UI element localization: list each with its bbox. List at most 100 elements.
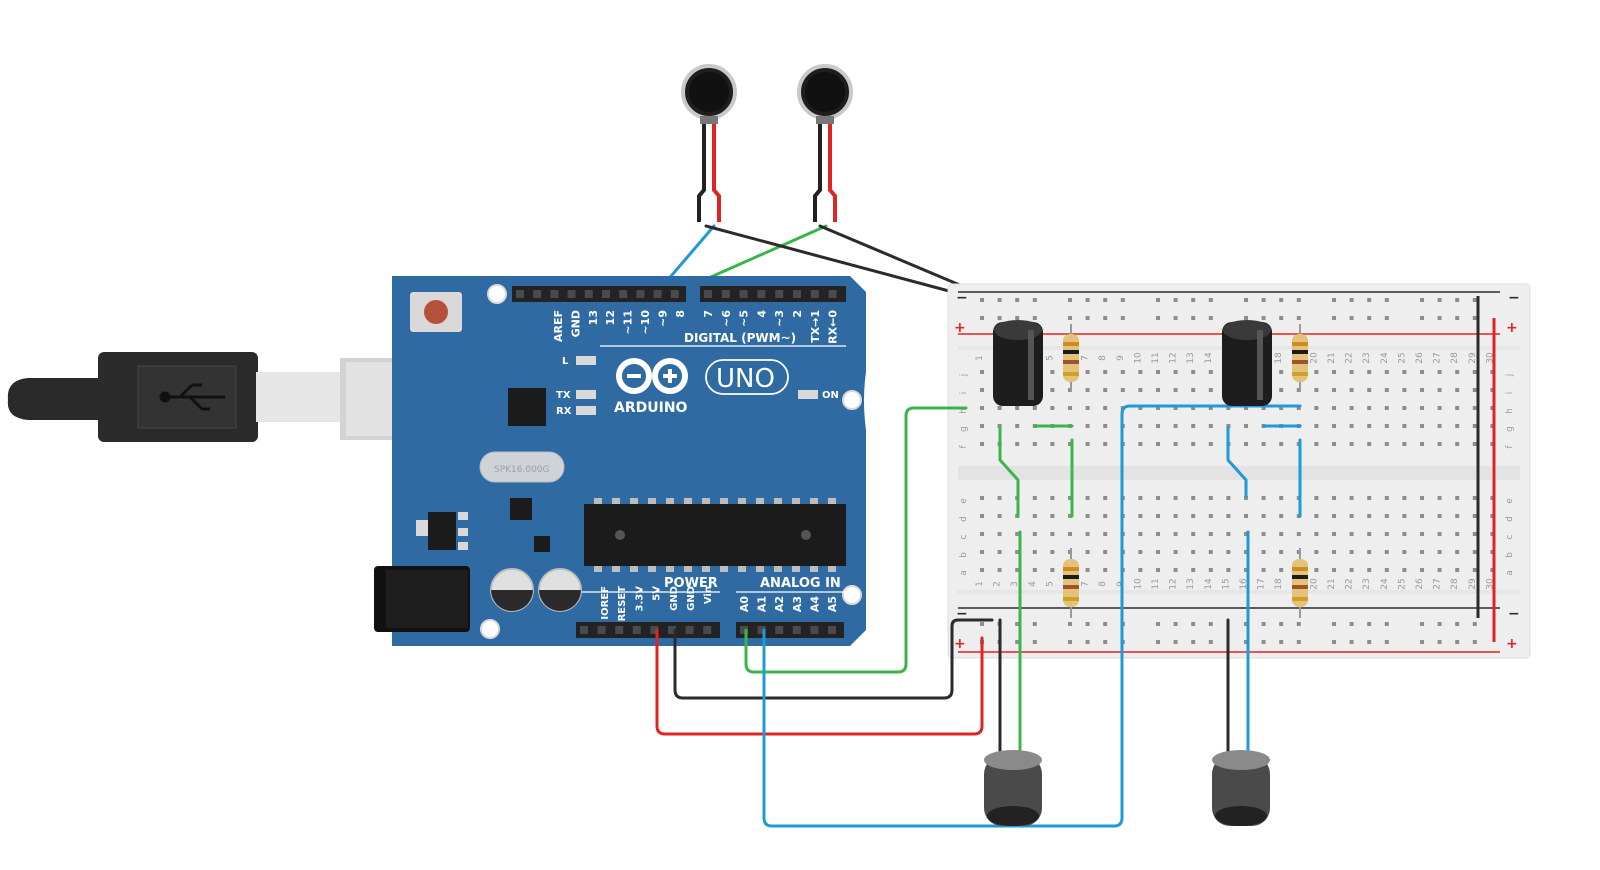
wire-a1 bbox=[762, 404, 1302, 828]
bb-column-number: 7 bbox=[1081, 355, 1091, 361]
bb-hole bbox=[1173, 298, 1178, 302]
bb-hole bbox=[1332, 370, 1336, 374]
header-pin[interactable] bbox=[636, 290, 645, 298]
bb-hole bbox=[1015, 298, 1020, 302]
header-pin[interactable] bbox=[533, 290, 542, 298]
bb-hole bbox=[1156, 514, 1160, 518]
bb-column-number: 20 bbox=[1309, 578, 1319, 590]
bb-hole bbox=[1279, 640, 1284, 644]
bb-hole bbox=[1138, 370, 1143, 374]
header-pin[interactable] bbox=[703, 626, 712, 634]
header-pin[interactable] bbox=[650, 626, 659, 634]
bb-hole bbox=[1015, 442, 1020, 446]
bb-hole bbox=[1314, 514, 1319, 518]
bb-hole bbox=[1437, 496, 1442, 500]
header-pin[interactable] bbox=[740, 626, 748, 634]
bb-hole bbox=[1085, 640, 1090, 644]
bb-column-number: 28 bbox=[1450, 578, 1460, 590]
bb-hole bbox=[1296, 406, 1301, 410]
bb-column-number: 27 bbox=[1433, 578, 1443, 589]
header-pin[interactable] bbox=[793, 290, 801, 298]
header-pin[interactable] bbox=[792, 626, 801, 634]
header-pin[interactable] bbox=[810, 290, 819, 298]
bb-hole bbox=[1208, 316, 1213, 320]
bb-column-number: 24 bbox=[1380, 578, 1390, 590]
header-pin[interactable] bbox=[567, 290, 576, 298]
chip-pin bbox=[774, 566, 782, 572]
power-pin-label: RESET bbox=[617, 586, 628, 622]
header-pin[interactable] bbox=[810, 626, 819, 634]
bb-hole bbox=[1437, 316, 1442, 320]
bb-hole bbox=[1244, 442, 1248, 446]
bb-row-label: e bbox=[959, 498, 969, 504]
bb-hole bbox=[1420, 622, 1424, 626]
header-pin[interactable] bbox=[739, 290, 748, 298]
bb-hole bbox=[1226, 424, 1231, 428]
header-pin[interactable] bbox=[653, 290, 662, 298]
header-pin[interactable] bbox=[619, 290, 628, 298]
header-pin[interactable] bbox=[757, 290, 766, 298]
header-pin[interactable] bbox=[584, 290, 593, 298]
bb-hole bbox=[980, 622, 984, 626]
chip-pin bbox=[774, 498, 782, 504]
bb-hole bbox=[1085, 298, 1090, 302]
header-pin[interactable] bbox=[668, 626, 676, 634]
bb-hole bbox=[1015, 406, 1020, 410]
bb-hole bbox=[1349, 496, 1354, 500]
bb-hole bbox=[1103, 514, 1108, 518]
header-pin[interactable] bbox=[828, 290, 837, 298]
header-pin[interactable] bbox=[721, 290, 730, 298]
bb-hole bbox=[1314, 406, 1319, 410]
header-pin[interactable] bbox=[670, 290, 679, 298]
bb-hole bbox=[997, 568, 1002, 572]
led-tx-label: TX bbox=[556, 390, 571, 401]
bb-hole bbox=[1332, 424, 1336, 428]
bb-hole bbox=[1156, 406, 1160, 410]
bb-hole bbox=[1472, 424, 1477, 428]
bb-hole bbox=[1173, 316, 1178, 320]
chip-pin bbox=[666, 498, 674, 504]
header-pin[interactable] bbox=[602, 290, 610, 298]
header-pin[interactable] bbox=[597, 626, 606, 634]
bb-hole bbox=[1191, 514, 1196, 518]
bb-hole bbox=[1050, 514, 1055, 518]
bb-hole bbox=[1420, 388, 1424, 392]
bb-hole bbox=[1191, 406, 1196, 410]
header-pin[interactable] bbox=[775, 290, 784, 298]
bb-hole bbox=[1402, 550, 1407, 554]
header-pin[interactable] bbox=[775, 626, 784, 634]
bb-column-number: 11 bbox=[1151, 352, 1161, 363]
vibration-motor-1 bbox=[681, 64, 737, 222]
bb-column-number: 10 bbox=[1133, 578, 1143, 590]
bb-hole bbox=[1173, 442, 1178, 446]
bb-hole bbox=[1384, 298, 1389, 302]
bb-hole bbox=[1455, 532, 1460, 536]
bb-hole bbox=[1068, 496, 1072, 500]
bb-hole bbox=[1103, 532, 1108, 536]
rail-minus-bottom-left: − bbox=[956, 606, 968, 622]
bb-hole bbox=[1402, 442, 1407, 446]
bb-hole bbox=[1261, 442, 1266, 446]
bb-hole bbox=[1472, 442, 1477, 446]
header-pin[interactable] bbox=[757, 626, 766, 634]
bb-row-label: a bbox=[1505, 570, 1515, 576]
bb-hole bbox=[1015, 316, 1020, 320]
header-pin[interactable] bbox=[550, 290, 559, 298]
header-pin[interactable] bbox=[828, 626, 836, 634]
header-pin[interactable] bbox=[704, 290, 712, 298]
header-pin[interactable] bbox=[516, 290, 524, 298]
bb-hole bbox=[1420, 442, 1424, 446]
bb-hole bbox=[1472, 496, 1477, 500]
header-pin[interactable] bbox=[632, 626, 641, 634]
bb-hole bbox=[1050, 406, 1055, 410]
header-pin[interactable] bbox=[615, 626, 624, 634]
digital-pin-label: RX←0 bbox=[827, 310, 840, 344]
reset-button-icon[interactable] bbox=[410, 292, 462, 332]
bb-hole bbox=[1472, 514, 1477, 518]
header-pin[interactable] bbox=[685, 626, 694, 634]
bb-hole bbox=[1208, 496, 1213, 500]
header-pin[interactable] bbox=[580, 626, 588, 634]
bb-hole bbox=[1384, 442, 1389, 446]
bb-hole bbox=[1455, 406, 1460, 410]
bb-column-number: 29 bbox=[1468, 352, 1478, 364]
